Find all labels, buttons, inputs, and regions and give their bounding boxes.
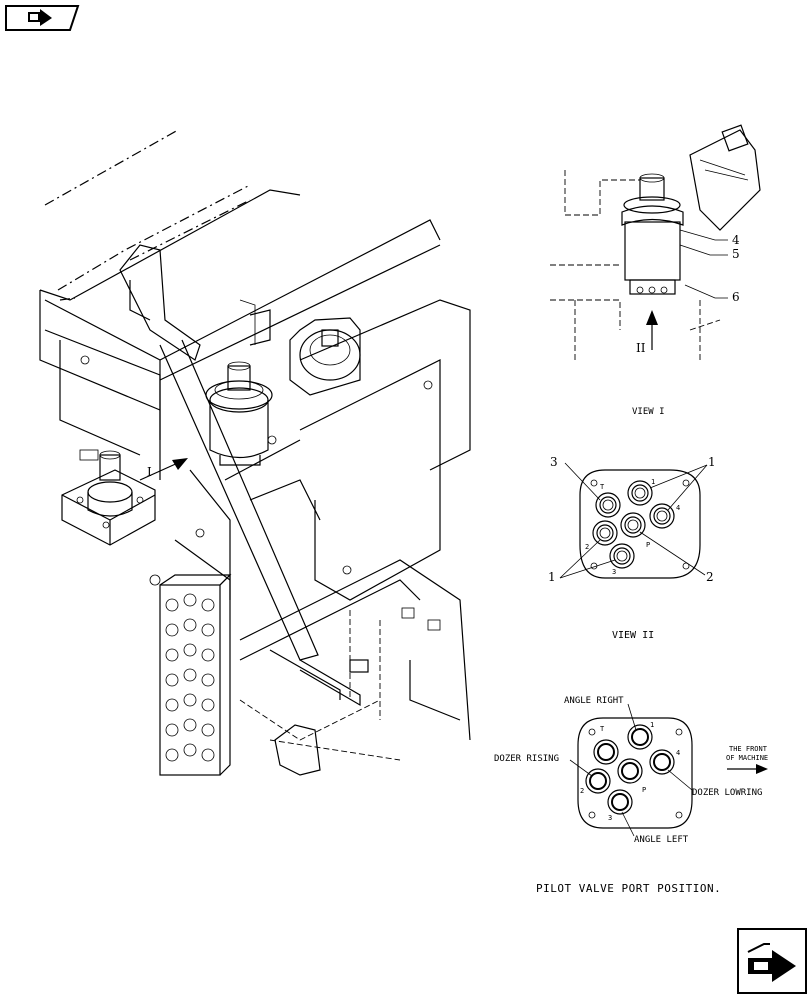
- caption: PILOT VALVE PORT POSITION.: [536, 882, 721, 895]
- previous-page-button[interactable]: [5, 5, 80, 31]
- port-function-diagram: T 1 4 2 P 3 ANGLE RIGHT DOZER RISING DOZ…: [494, 696, 768, 845]
- view-i-detail: II 4 5 6 VIEW I: [550, 124, 761, 417]
- port-t: [595, 492, 621, 518]
- label-angle-right: ANGLE RIGHT: [564, 696, 624, 706]
- mark-t-f: T: [600, 725, 605, 733]
- port-2: [592, 520, 618, 546]
- callout-1-top: 1: [708, 455, 716, 469]
- port-3: [609, 543, 635, 569]
- fport-3: [607, 789, 633, 815]
- mark-2-f: 2: [580, 787, 584, 795]
- label-dozer-rising: DOZER RISING: [494, 754, 559, 764]
- fport-p: [617, 758, 643, 784]
- port-1: [627, 480, 653, 506]
- label-front-2: OF MACHINE: [726, 754, 768, 762]
- label-dozer-lowring: DOZER LOWRING: [692, 788, 762, 798]
- mark-t-v2: T: [600, 483, 605, 491]
- main-assembly-view: I: [39, 129, 471, 776]
- callout-6: 6: [732, 290, 740, 304]
- callout-2-right: 2: [706, 570, 714, 584]
- fport-4: [649, 749, 675, 775]
- mark-2-v2: 2: [585, 543, 589, 551]
- mark-4-v2: 4: [676, 504, 680, 512]
- valve-block-ports: [165, 593, 215, 762]
- view-i-label: VIEW I: [632, 407, 665, 417]
- view-ii-label: VIEW II: [612, 630, 654, 641]
- mark-3-f: 3: [608, 814, 612, 822]
- mark-1-v2: 1: [651, 478, 655, 486]
- port-4: [649, 503, 675, 529]
- fport-2: [585, 768, 611, 794]
- callout-4: 4: [732, 233, 740, 247]
- callout-1-bottom: 1: [548, 570, 556, 584]
- view-marker-ii: II: [636, 341, 646, 355]
- view-marker-i: I: [147, 465, 152, 479]
- mark-1-f: 1: [650, 721, 654, 729]
- fport-t: [593, 739, 619, 765]
- callout-3: 3: [550, 455, 558, 469]
- mark-p-v2: P: [646, 541, 650, 549]
- label-angle-left: ANGLE LEFT: [634, 835, 689, 845]
- callout-5: 5: [732, 247, 740, 261]
- label-front-1: THE FRONT: [729, 745, 768, 753]
- fport-1: [627, 724, 653, 750]
- mark-3-v2: 3: [612, 568, 616, 576]
- mark-p-f: P: [642, 786, 646, 794]
- arrow-icon: [28, 9, 52, 26]
- front-arrow-icon: [727, 764, 768, 774]
- view-ii-detail: T 1 4 2 P 3 1 3 1 2 VIEW II: [548, 455, 716, 641]
- next-page-button[interactable]: [737, 928, 807, 994]
- port-p: [620, 512, 646, 538]
- mark-4-f: 4: [676, 749, 680, 757]
- curved-arrow-icon: [747, 943, 796, 982]
